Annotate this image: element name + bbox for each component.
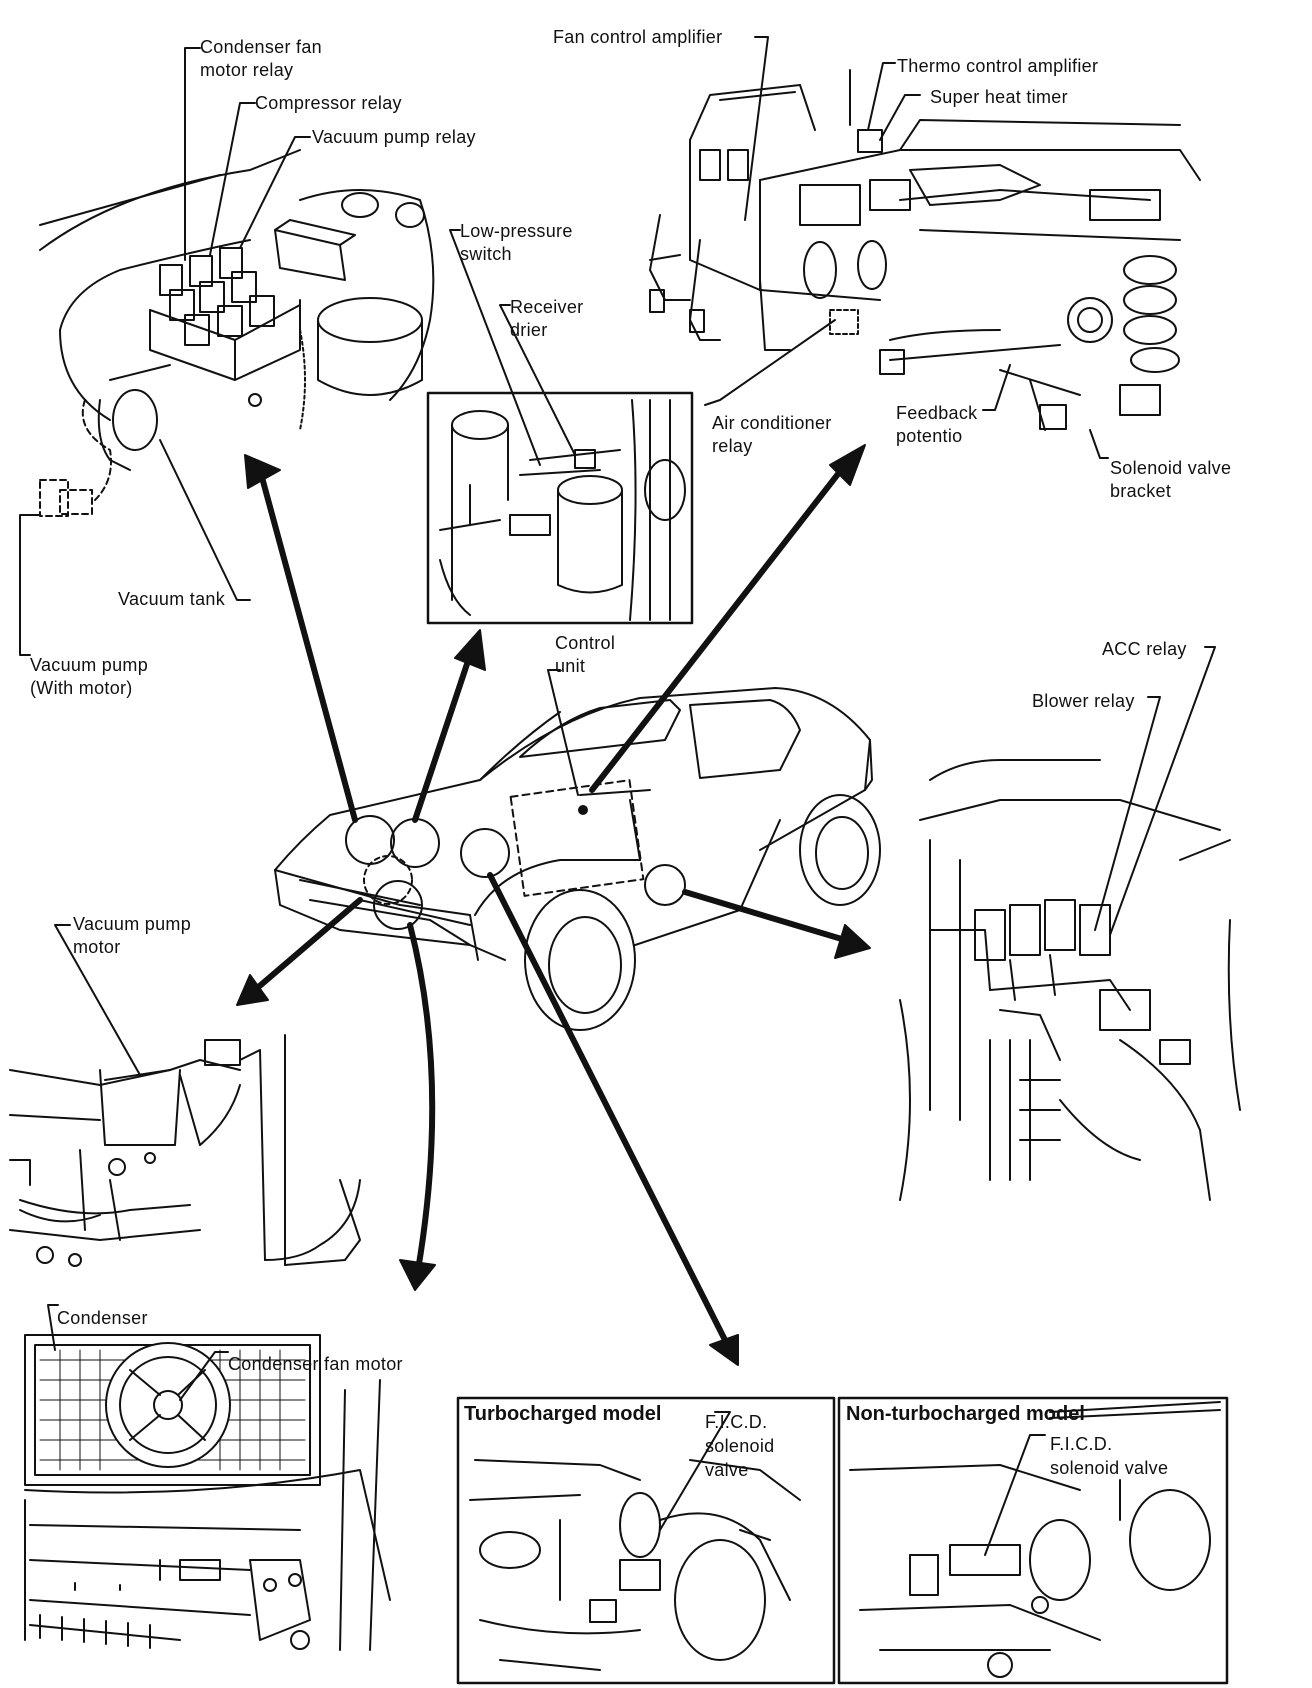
label-vacuum-pump-with-motor: Vacuum pump (With motor) xyxy=(30,655,149,698)
heater-unit-illustration xyxy=(649,36,1201,459)
label-acc-relay: ACC relay xyxy=(1102,639,1187,659)
label-super-heat-timer: Super heat timer xyxy=(930,87,1068,107)
turbo-panel-title: Turbocharged model xyxy=(464,1403,662,1425)
label-control-unit: Control unit xyxy=(555,633,616,676)
label-thermo-control-amplifier: Thermo control amplifier xyxy=(897,56,1099,76)
label-turbo-ficd-solenoid-valve: F.I.C.D. solenoid valve xyxy=(705,1412,775,1480)
label-vacuum-pump-relay: Vacuum pump relay xyxy=(312,127,476,147)
label-non-turbo-ficd-solenoid-valve: F.I.C.D. solenoid valve xyxy=(1050,1434,1169,1478)
receiver-drier-illustration xyxy=(426,229,694,625)
label-receiver-drier: Receiver drier xyxy=(510,297,584,340)
engine-bay-relay-illustration xyxy=(19,47,435,656)
vacuum-pump-motor-illustration xyxy=(9,924,361,1267)
label-condenser: Condenser xyxy=(57,1308,148,1328)
ficd-panels xyxy=(456,1396,1229,1685)
label-vacuum-tank: Vacuum tank xyxy=(118,589,226,609)
label-vacuum-pump-motor: Vacuum pump motor xyxy=(73,914,192,957)
label-compressor-relay: Compressor relay xyxy=(255,93,402,113)
label-air-conditioner-relay: Air conditioner relay xyxy=(712,413,832,456)
label-condenser-fan-motor-relay: Condenser fan motor relay xyxy=(200,37,322,80)
pointer-arrows xyxy=(236,444,871,1366)
label-low-pressure-switch: Low-pressure switch xyxy=(460,221,573,264)
non-turbo-panel-title: Non-turbocharged model xyxy=(846,1403,1085,1425)
label-solenoid-valve-bracket: Solenoid valve bracket xyxy=(1110,458,1232,501)
car-illustration xyxy=(274,669,881,1031)
label-condenser-fan-motor: Condenser fan motor xyxy=(228,1354,403,1374)
acc-relay-illustration xyxy=(899,646,1241,1201)
condenser-illustration xyxy=(24,1304,391,1651)
label-blower-relay: Blower relay xyxy=(1032,691,1135,711)
label-fan-control-amplifier: Fan control amplifier xyxy=(553,27,723,47)
label-feedback-potentio: Feedback potentio xyxy=(896,403,978,446)
